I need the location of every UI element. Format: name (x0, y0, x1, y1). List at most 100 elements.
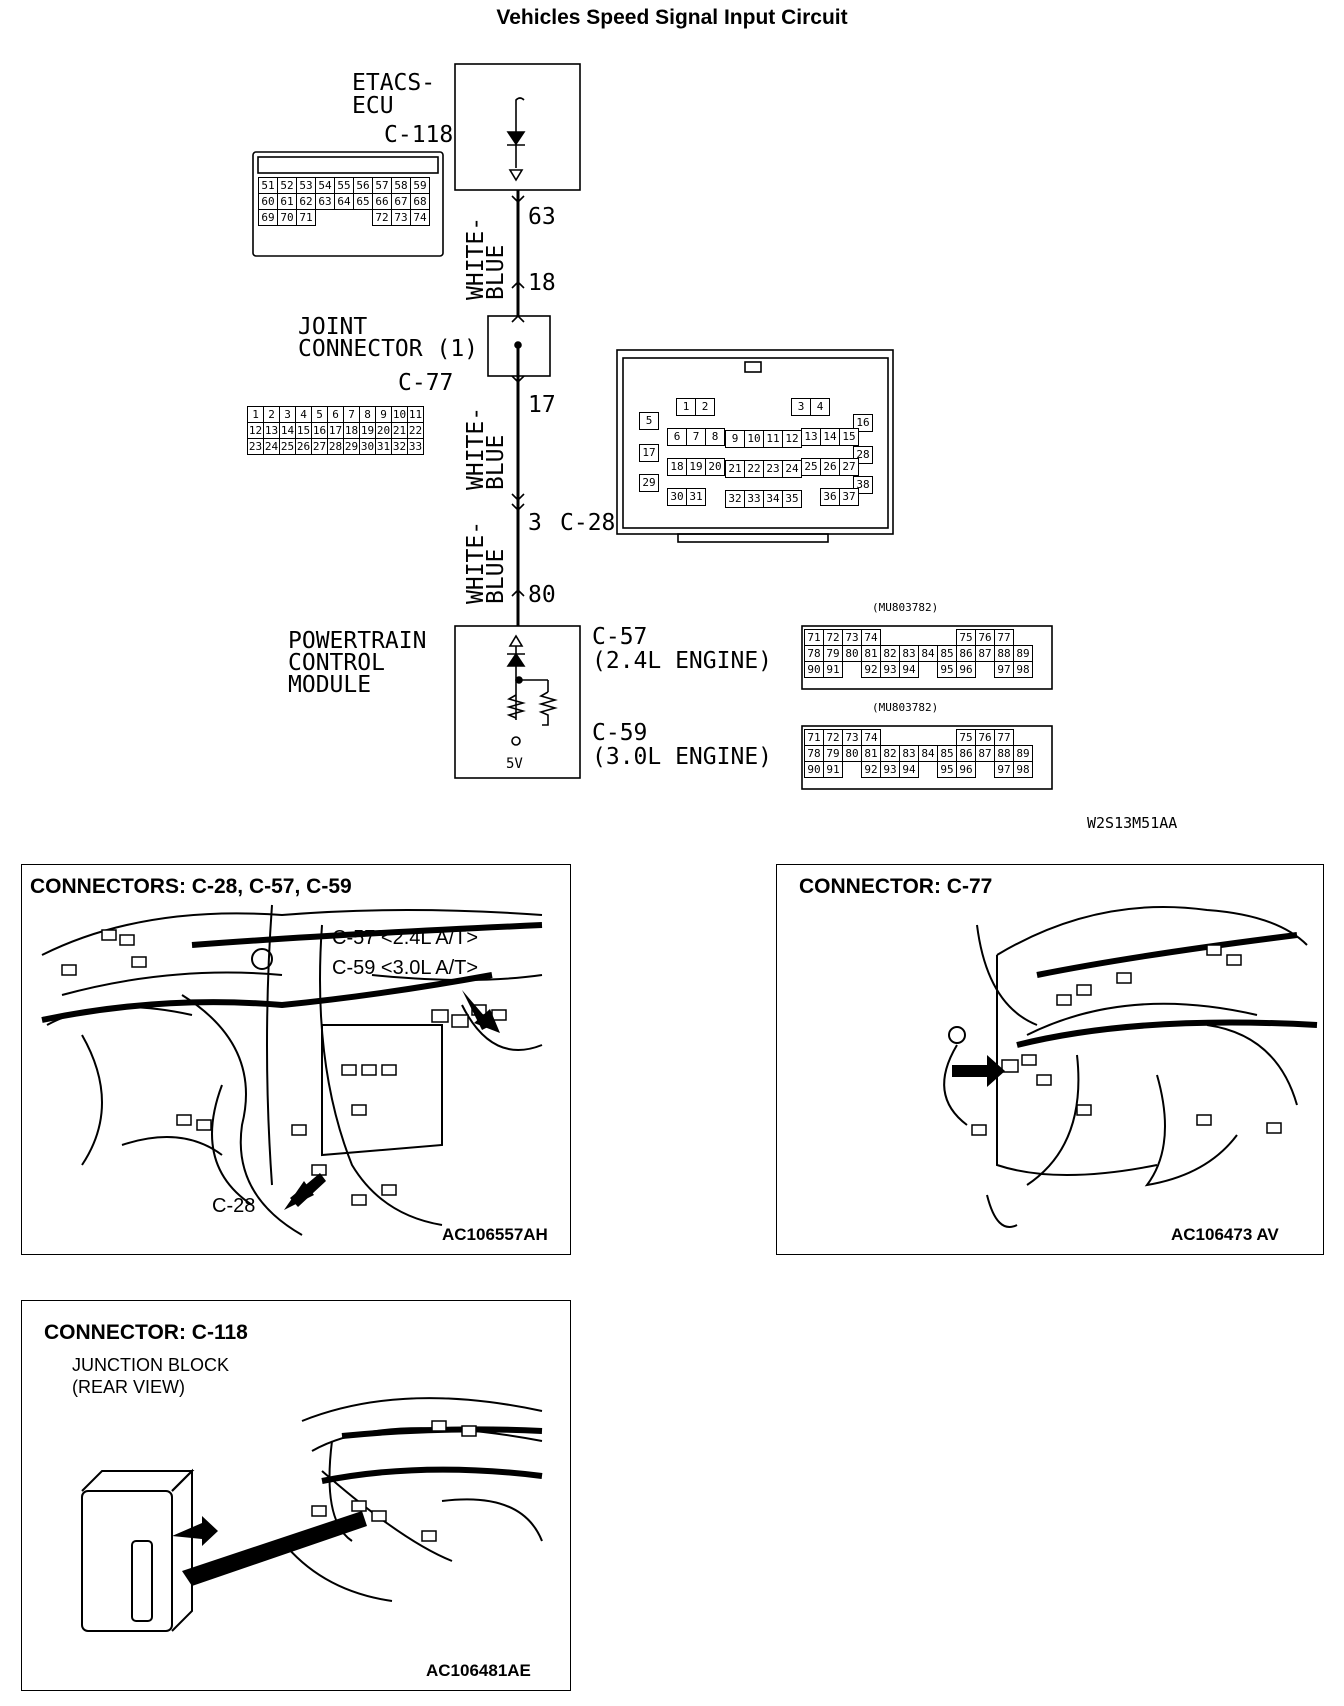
pin-cell: 73 (842, 629, 862, 646)
junction-block-illustration (81, 1397, 543, 1632)
c28-pin: 10 (744, 430, 764, 448)
pin-cell: 72 (823, 729, 843, 746)
pin-cell: 67 (391, 193, 411, 210)
c28-pin: 1 (676, 398, 696, 416)
c28-pin: 18 (667, 458, 687, 476)
pin-cell (919, 662, 938, 678)
c28-pin: 21 (725, 460, 745, 478)
pin-cell: 66 (372, 193, 392, 210)
panel-connector-c118: CONNECTOR: C-118 JUNCTION BLOCK (REAR VI… (21, 1300, 571, 1691)
pin-cell: 57 (372, 177, 392, 194)
pin-cell: 5 (311, 406, 328, 423)
pin-cell: 56 (353, 177, 373, 194)
c28-pin: 17 (639, 444, 659, 462)
pin-cell: 85 (937, 745, 957, 762)
c28-pin: 32 (725, 490, 745, 508)
pin-cell: 4 (295, 406, 312, 423)
pin-cell: 16 (311, 422, 328, 439)
pin-cell: 8 (359, 406, 376, 423)
c28-pin: 16 (853, 414, 873, 432)
c28-pin: 24 (782, 460, 802, 478)
pin-cell: 17 (327, 422, 344, 439)
pin-cell: 27 (311, 438, 328, 455)
pin-cell: 6 (327, 406, 344, 423)
etacs-connector-label: C-118 (384, 122, 454, 148)
c28-pin: 22 (744, 460, 764, 478)
pin-cell: 74 (861, 629, 881, 646)
c59-part-number: (MU803782) (872, 701, 939, 714)
c28-pin: 13 (801, 428, 821, 446)
c28-pin: 26 (820, 458, 840, 476)
pin-cell: 51 (258, 177, 278, 194)
pin-cell: 97 (994, 661, 1014, 678)
pin-cell: 95 (937, 761, 957, 778)
panel2-code: AC106473 AV (1171, 1225, 1279, 1244)
pin-cell: 93 (880, 761, 900, 778)
c28-pin: 37 (839, 488, 859, 506)
pin-cell: 1 (247, 406, 264, 423)
joint-connector-box (487, 315, 551, 377)
pin-cell (354, 210, 373, 226)
pin-cell: 88 (994, 645, 1014, 662)
panel-connectors-c28-c57-c59: CONNECTORS: C-28, C-57, C-59 (21, 864, 571, 1255)
pin-cell: 53 (296, 177, 316, 194)
pin-cell (335, 210, 354, 226)
pin-cell: 98 (1013, 761, 1033, 778)
pin-cell: 31 (375, 438, 392, 455)
pin-cell: 18 (343, 422, 360, 439)
pin-cell: 96 (956, 761, 976, 778)
pin-cell (919, 762, 938, 778)
pin-cell: 78 (804, 745, 824, 762)
c28-pin: 11 (763, 430, 783, 448)
pin-18: 18 (528, 270, 556, 296)
pin-cell: 71 (804, 629, 824, 646)
pin-cell: 30 (359, 438, 376, 455)
pin-cell: 90 (804, 661, 824, 678)
c28-pin: 14 (820, 428, 840, 446)
c59-connector-label: C-59 (592, 720, 648, 746)
pin-cell: 78 (804, 645, 824, 662)
pin-cell (976, 662, 995, 678)
pin-cell: 69 (258, 209, 278, 226)
pin-cell: 68 (410, 193, 430, 210)
pin-cell: 15 (295, 422, 312, 439)
pin-cell: 52 (277, 177, 297, 194)
joint-label-line2: CONNECTOR (1) (298, 336, 479, 362)
pin-cell: 65 (353, 193, 373, 210)
pin-cell: 87 (975, 745, 995, 762)
pin-cell: 14 (279, 422, 296, 439)
c28-pin: 7 (686, 428, 706, 446)
pin-cell: 98 (1013, 661, 1033, 678)
c77-connector-label: C-77 (398, 370, 454, 396)
pin-cell: 81 (861, 645, 881, 662)
c28-pin: 25 (801, 458, 821, 476)
c28-pin: 35 (782, 490, 802, 508)
c57-engine-label: (2.4L ENGINE) (592, 648, 773, 674)
pin-cell: 74 (861, 729, 881, 746)
c28-pin: 8 (705, 428, 725, 446)
diagram-code: W2S13M51AA (1087, 814, 1178, 832)
pin-cell: 23 (247, 438, 264, 455)
pin-cell: 80 (842, 745, 862, 762)
pin-cell (843, 662, 862, 678)
wire-color-1: WHITE-BLUE (463, 216, 509, 300)
pin-cell: 92 (861, 761, 881, 778)
pin-cell: 33 (407, 438, 424, 455)
panel1-title: CONNECTORS: C-28, C-57, C-59 (30, 875, 352, 898)
pin-cell: 83 (899, 645, 919, 662)
pcm-label-line1: POWERTRAIN (288, 628, 427, 654)
c28-pin: 3 (791, 398, 811, 416)
page-title: Vehicles Speed Signal Input Circuit (496, 6, 848, 29)
pin-cell (900, 630, 919, 646)
panel1-note-c57: C-57 <2.4L A/T> (332, 927, 479, 949)
etacs-label-line2: ECU (352, 93, 394, 119)
panel1-note-c59: C-59 <3.0L A/T> (332, 957, 479, 979)
pin-cell: 72 (372, 209, 392, 226)
dashboard-harness-illustration-1 (41, 904, 543, 1236)
pin-cell: 94 (899, 661, 919, 678)
pin-cell: 93 (880, 661, 900, 678)
pin-cell: 54 (315, 177, 335, 194)
pin-cell: 75 (956, 629, 976, 646)
pin-cell: 87 (975, 645, 995, 662)
